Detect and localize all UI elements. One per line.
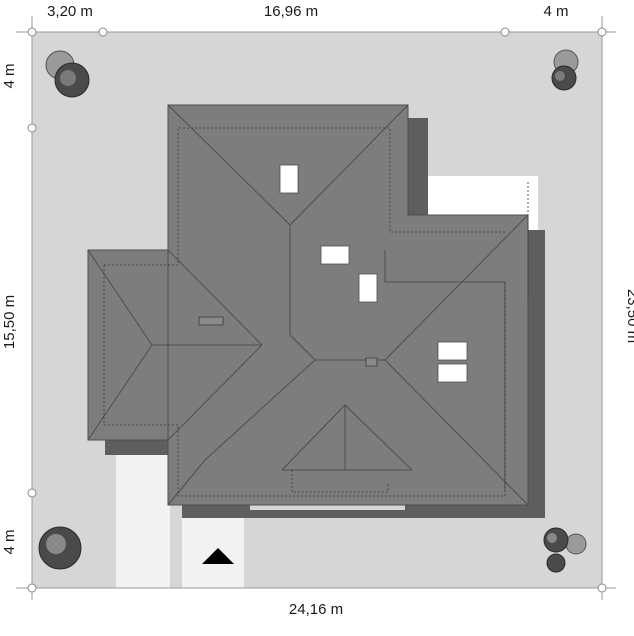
dim-plot-width: 24,16 m [289, 601, 343, 618]
skylight [437, 363, 468, 383]
skylight [279, 164, 299, 194]
dim-left-bottom-setback: 4 m [1, 529, 18, 554]
dim-plot-depth: 23,50 m [624, 289, 634, 343]
tree-icon [551, 49, 579, 91]
dim-top-left-setback: 3,20 m [47, 3, 93, 20]
wall-outline [103, 127, 529, 497]
tree-icon [543, 527, 587, 573]
entrance-arrow-icon [202, 548, 234, 564]
dim-top-right-setback: 4 m [543, 3, 568, 20]
skylight [437, 341, 468, 361]
chimney [198, 316, 224, 326]
dim-left-top-setback: 4 m [1, 63, 18, 88]
roof-lines [87, 104, 529, 506]
dim-house-width: 16,96 m [264, 3, 318, 20]
skylights [279, 164, 468, 383]
chimney [365, 357, 378, 367]
dimension-ticks [27, 27, 607, 593]
tree-icon [38, 526, 82, 570]
roof [87, 104, 529, 506]
skylight [358, 273, 378, 303]
dimension-lines [16, 16, 616, 600]
skylight [320, 245, 350, 265]
dim-house-depth: 15,50 m [1, 295, 18, 349]
tree-icon [45, 50, 90, 98]
chimneys [198, 316, 378, 367]
